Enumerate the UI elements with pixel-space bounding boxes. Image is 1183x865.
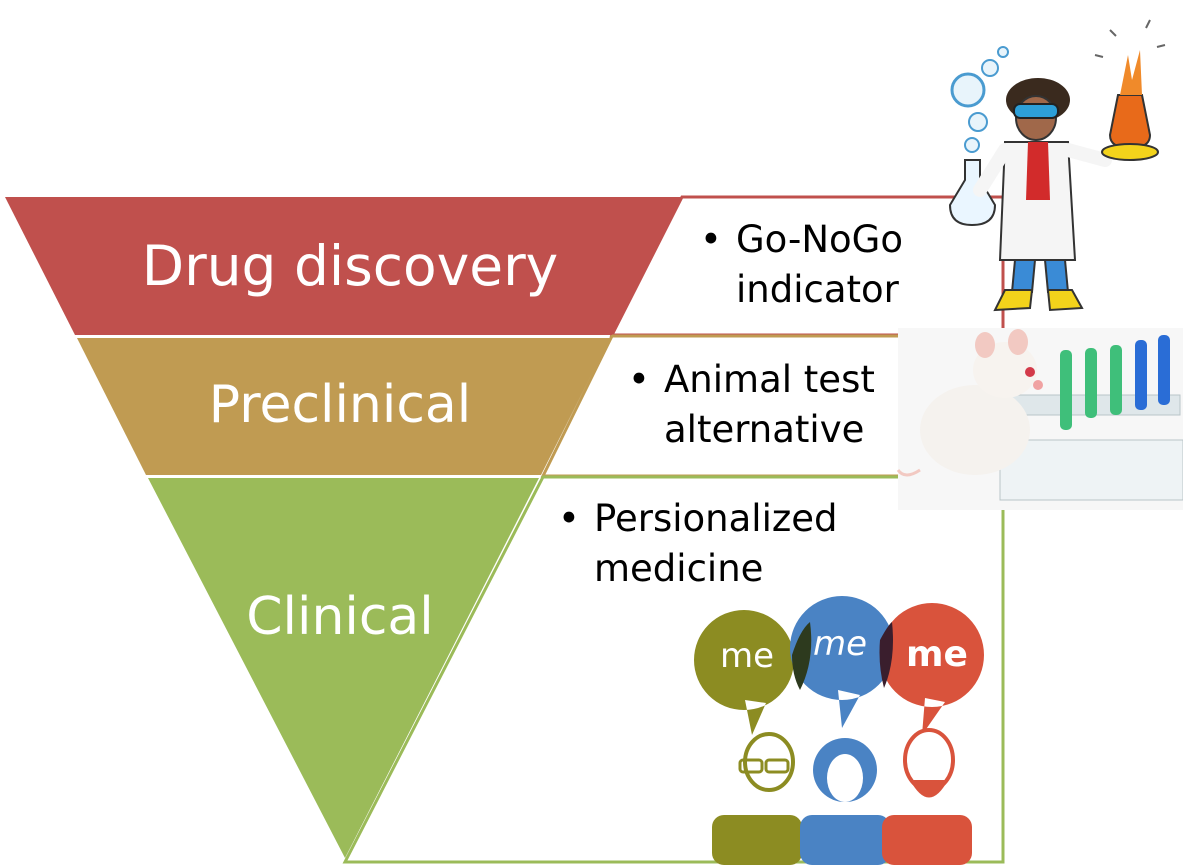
bullet-dot: • [558,497,580,540]
funnel-tier-clinical [148,478,539,858]
tier-label-drug-discovery: Drug discovery [141,234,559,298]
bullet-dot: • [700,218,722,261]
tier-label-preclinical: Preclinical [208,375,472,435]
note-line: Persionalized [594,497,838,540]
note-personalized-medicine: • Persionalized medicine [558,494,878,594]
scientist-illustration [948,19,1166,312]
bullet-dot: • [628,358,650,401]
note-line: Animal test [664,358,875,401]
note-line: medicine [594,547,764,590]
speech-bubble-me-2: me [812,624,868,664]
lab-mouse-photo [896,328,1183,510]
note-line: Go-NoGo [736,218,903,261]
funnel-tier-preclinical [77,338,610,475]
speech-bubble-me-1: me [719,636,775,676]
note-line: indicator [736,268,899,311]
note-line: alternative [664,408,865,451]
note-go-nogo: • Go-NoGo indicator [700,215,940,315]
funnel-tier-drug-discovery [5,197,682,335]
tier-label-clinical: Clinical [246,587,434,647]
people-speech-bubbles-illustration [694,596,984,865]
note-box-drug-discovery [609,195,1005,337]
note-animal-test: • Animal test alternative [628,355,908,455]
speech-bubble-me-3: me [906,634,968,675]
